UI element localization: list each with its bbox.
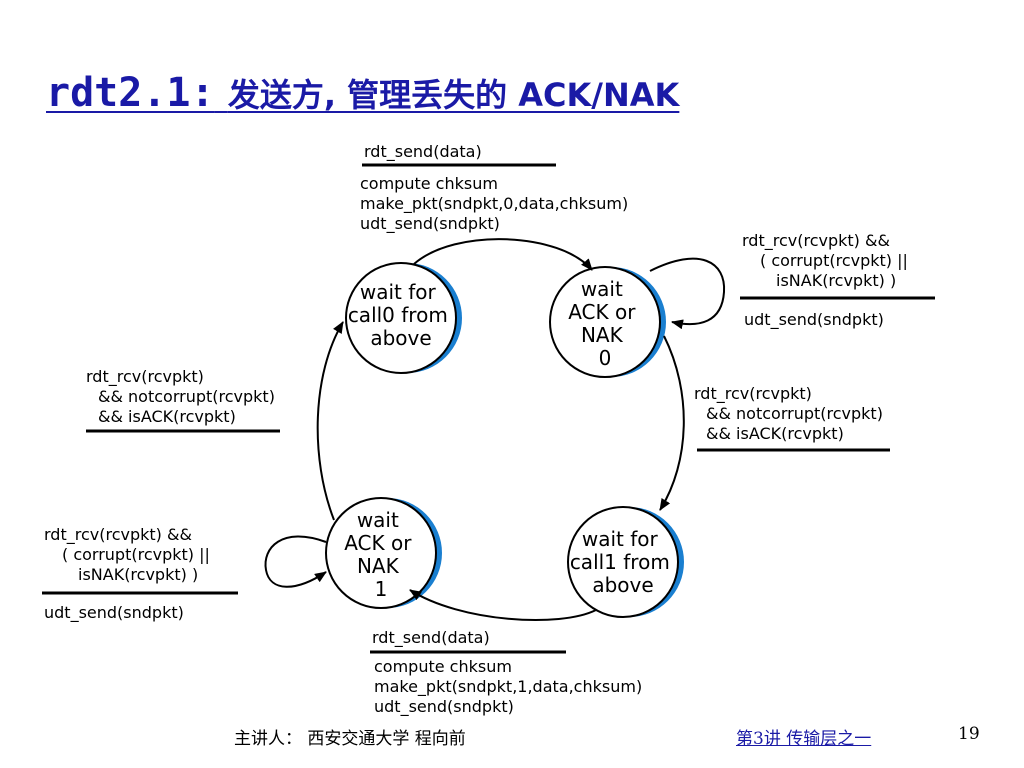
state-wait-call0: wait for call0 from above <box>345 262 462 374</box>
state-wait-ack0-circle <box>549 266 661 378</box>
event-line: && isACK(rcvpkt) <box>98 407 236 426</box>
transition-event: rdt_rcv(rcvpkt) && ( corrupt(rcvpkt) || … <box>742 231 913 290</box>
state-line: call1 from <box>570 550 670 574</box>
transition-send1: rdt_send(data) compute chksum make_pkt(s… <box>370 628 647 717</box>
event-line: rdt_rcv(rcvpkt) <box>694 384 812 404</box>
transition-ack0-self: rdt_rcv(rcvpkt) && ( corrupt(rcvpkt) || … <box>740 231 935 330</box>
transition-event: rdt_rcv(rcvpkt) && ( corrupt(rcvpkt) || … <box>44 525 215 584</box>
arrow-call1-to-ack1 <box>409 589 597 621</box>
arrow-ack1-to-call0 <box>316 321 344 521</box>
event-line: && isACK(rcvpkt) <box>706 424 844 443</box>
title-text: 发送方, 管理丢失的 ACK/NAK <box>227 76 680 114</box>
action-line: udt_send(sndpkt) <box>374 697 514 717</box>
transition-ack1-self: rdt_rcv(rcvpkt) && ( corrupt(rcvpkt) || … <box>42 525 238 623</box>
transition-actions: compute chksum make_pkt(sndpkt,1,data,ch… <box>374 657 647 717</box>
state-wait-ack1: wait ACK or NAK 1 <box>325 497 442 609</box>
state-line: wait <box>581 277 623 301</box>
state-line: above <box>592 573 653 597</box>
arrow-ack0-to-call1 <box>659 335 685 511</box>
slide-title: rdt2.1: 发送方, 管理丢失的 ACK/NAK <box>46 70 679 118</box>
event-line: ( corrupt(rcvpkt) || <box>62 545 210 564</box>
state-line: NAK <box>581 323 624 347</box>
event-line: && notcorrupt(rcvpkt) <box>706 404 883 423</box>
event-line: rdt_rcv(rcvpkt) <box>86 367 204 387</box>
transition-event: rdt_send(data) <box>364 142 482 162</box>
event-line: && notcorrupt(rcvpkt) <box>98 387 275 406</box>
event-line: rdt_rcv(rcvpkt) && <box>44 525 192 545</box>
action-line: compute chksum <box>360 174 498 193</box>
event-line: ( corrupt(rcvpkt) || <box>760 251 908 270</box>
transition-event: rdt_rcv(rcvpkt) && notcorrupt(rcvpkt) &&… <box>694 384 888 443</box>
event-line: rdt_rcv(rcvpkt) && <box>742 231 890 251</box>
action-line: make_pkt(sndpkt,1,data,chksum) <box>374 677 642 697</box>
arrow-call0-to-ack0 <box>413 238 593 271</box>
state-line: wait for <box>360 280 437 304</box>
title-code: rdt2.1: <box>46 70 215 116</box>
event-line: isNAK(rcvpkt) ) <box>776 271 896 290</box>
state-line: above <box>370 326 431 350</box>
action-line: compute chksum <box>374 657 512 676</box>
state-wait-ack0-label: wait ACK or NAK 0 <box>568 277 642 370</box>
state-wait-ack1-label: wait ACK or NAK 1 <box>344 508 418 601</box>
state-line: wait for <box>582 527 659 551</box>
arrow-ack1-self-loop <box>264 535 327 588</box>
transition-ack1-ok: rdt_rcv(rcvpkt) && notcorrupt(rcvpkt) &&… <box>86 367 280 433</box>
state-line: 0 <box>599 346 612 370</box>
state-line: ACK or <box>344 531 412 555</box>
state-wait-call1-circle <box>567 506 679 618</box>
state-wait-ack1-circle <box>325 497 437 609</box>
state-wait-call0-label: wait for call0 from above <box>348 280 454 350</box>
arrow-ack0-self-loop <box>649 257 726 330</box>
state-line: wait <box>357 508 399 532</box>
state-line: NAK <box>357 554 400 578</box>
transition-ack0-ok: rdt_rcv(rcvpkt) && notcorrupt(rcvpkt) &&… <box>694 384 890 452</box>
state-line: 1 <box>375 577 388 601</box>
page-number: 19 <box>958 724 980 744</box>
event-line: isNAK(rcvpkt) ) <box>78 565 198 584</box>
state-line: call0 from <box>348 303 448 327</box>
action-line: udt_send(sndpkt) <box>360 214 500 234</box>
footer-speaker: 主讲人： 西安交通大学 程向前 <box>234 729 466 749</box>
action-line: make_pkt(sndpkt,0,data,chksum) <box>360 194 628 214</box>
transition-action: udt_send(sndpkt) <box>44 603 184 623</box>
state-wait-call0-circle <box>345 262 457 374</box>
transition-actions: compute chksum make_pkt(sndpkt,0,data,ch… <box>360 174 633 234</box>
transition-event: rdt_rcv(rcvpkt) && notcorrupt(rcvpkt) &&… <box>86 367 280 426</box>
transition-event: rdt_send(data) <box>372 628 490 648</box>
state-wait-call1-label: wait for call1 from above <box>570 527 676 597</box>
footer-lecture-link[interactable]: 第3讲 传输层之一 <box>736 729 872 749</box>
state-line: ACK or <box>568 300 636 324</box>
transition-action: udt_send(sndpkt) <box>744 310 884 330</box>
transition-send0: rdt_send(data) compute chksum make_pkt(s… <box>360 142 633 234</box>
state-wait-call1: wait for call1 from above <box>567 506 684 618</box>
state-wait-ack0: wait ACK or NAK 0 <box>549 266 666 378</box>
